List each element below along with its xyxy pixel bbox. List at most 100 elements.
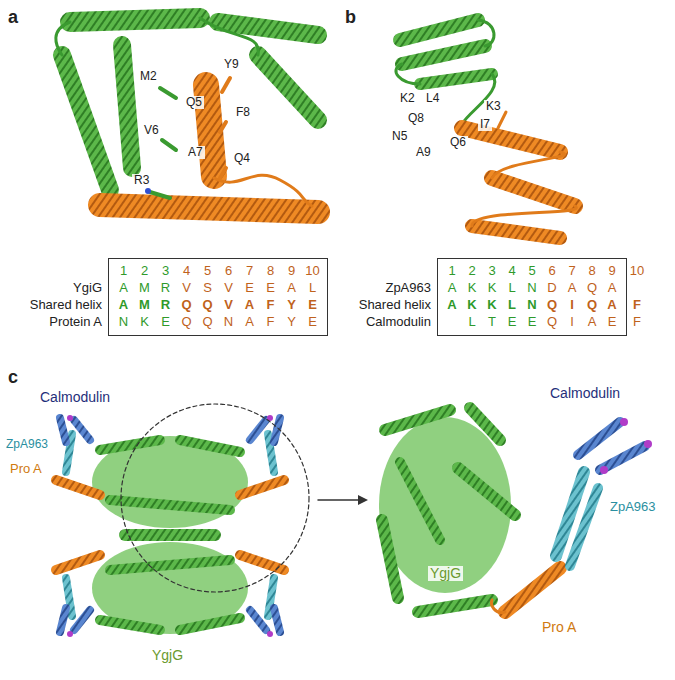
atom bbox=[145, 188, 151, 194]
calcium-ion bbox=[267, 631, 273, 637]
residue-label: M2 bbox=[138, 70, 159, 83]
calcium-ion bbox=[67, 415, 73, 421]
residue-letter: V bbox=[224, 298, 233, 312]
residue-letter: E bbox=[161, 315, 170, 329]
residue-label: N5 bbox=[390, 130, 409, 143]
column-number: 7 bbox=[246, 264, 253, 278]
column-number: 1 bbox=[448, 264, 455, 278]
side-chain bbox=[220, 168, 226, 178]
column-number: 3 bbox=[162, 264, 169, 278]
blue-helix bbox=[274, 608, 280, 632]
green-helix bbox=[70, 18, 200, 22]
residue-label: A9 bbox=[414, 146, 433, 159]
residue-letter: E bbox=[266, 281, 275, 295]
residue-letter: A bbox=[245, 315, 254, 329]
green-helix bbox=[402, 46, 485, 64]
calcium-ion bbox=[67, 631, 73, 637]
residue-letter: N bbox=[119, 315, 128, 329]
side-chain bbox=[220, 122, 226, 132]
side-chain bbox=[160, 88, 176, 98]
green-helix bbox=[110, 560, 230, 570]
green-helix bbox=[400, 20, 478, 40]
residue-letter: F bbox=[267, 315, 275, 329]
residue-letter: N bbox=[527, 281, 536, 295]
row-name: ZpA963 bbox=[385, 281, 431, 295]
residue-label: Q8 bbox=[406, 112, 426, 125]
column-number: 3 bbox=[488, 264, 495, 278]
residue-letter: F bbox=[633, 315, 641, 329]
residue-letter: E bbox=[528, 315, 537, 329]
residue-label: K2 bbox=[398, 92, 417, 105]
protein-label: Calmodulin bbox=[548, 386, 622, 401]
residue-label: F8 bbox=[234, 106, 252, 119]
panel-a-structure bbox=[56, 18, 318, 212]
column-number: 2 bbox=[141, 264, 148, 278]
residue-label: Q6 bbox=[448, 136, 468, 149]
green-helix bbox=[110, 500, 230, 510]
panel-letter: b bbox=[345, 8, 356, 28]
orange-helix bbox=[56, 555, 100, 570]
residue-letter: E bbox=[245, 281, 254, 295]
residue-letter: Q bbox=[202, 315, 212, 329]
green-loop bbox=[478, 20, 494, 46]
residue-letter: S bbox=[203, 281, 212, 295]
blue-helix bbox=[60, 418, 66, 442]
residue-letter: K bbox=[488, 281, 497, 295]
blue-helix bbox=[250, 610, 266, 630]
orange-helix bbox=[472, 226, 560, 238]
residue-letter: E bbox=[308, 315, 317, 329]
residue-letter: L bbox=[508, 298, 516, 312]
residue-letter: T bbox=[488, 315, 496, 329]
residue-label: I7 bbox=[478, 118, 492, 131]
column-number: 10 bbox=[305, 264, 319, 278]
protein-label: YgjG bbox=[428, 566, 463, 581]
residue-letter: M bbox=[139, 298, 150, 312]
residue-letter: L bbox=[468, 315, 475, 329]
arrow-head bbox=[358, 495, 368, 505]
teal-helix bbox=[570, 488, 598, 566]
residue-letter: K bbox=[487, 298, 496, 312]
column-number: 10 bbox=[630, 264, 644, 278]
blue-helix bbox=[578, 422, 620, 455]
protein-label: YgjG bbox=[150, 648, 185, 663]
residue-letter: F bbox=[267, 298, 275, 312]
green-helix bbox=[385, 410, 450, 430]
residue-letter: E bbox=[608, 315, 617, 329]
residue-letter: A bbox=[119, 281, 128, 295]
protein-label: Calmodulin bbox=[38, 390, 112, 405]
residue-letter: Q bbox=[181, 298, 191, 312]
orange-loop bbox=[492, 600, 505, 613]
residue-letter: A bbox=[568, 281, 577, 295]
residue-letter: K bbox=[467, 298, 476, 312]
side-chain bbox=[150, 192, 170, 198]
row-name: Calmodulin bbox=[366, 315, 431, 329]
green-helix bbox=[62, 55, 110, 190]
residue-letter: Q bbox=[547, 315, 557, 329]
green-helix bbox=[258, 55, 318, 120]
green-helix bbox=[180, 440, 240, 452]
row-name: Shared helix bbox=[359, 298, 431, 312]
orange-loop bbox=[214, 175, 312, 206]
residue-letter: Q bbox=[181, 315, 191, 329]
residue-letter: A bbox=[608, 281, 617, 295]
residue-letter: R bbox=[161, 298, 170, 312]
green-helix bbox=[420, 74, 492, 84]
residue-letter: K bbox=[468, 281, 477, 295]
side-chain bbox=[222, 78, 230, 92]
column-number: 5 bbox=[204, 264, 211, 278]
residue-label: A7 bbox=[186, 146, 205, 159]
orange-loop bbox=[492, 152, 565, 178]
green-helix bbox=[100, 440, 160, 450]
residue-letter: A bbox=[448, 281, 457, 295]
green-helix bbox=[470, 408, 500, 440]
panel-letter: c bbox=[8, 368, 18, 388]
panel-c-tetramer bbox=[56, 404, 368, 637]
residue-letter: A bbox=[119, 298, 128, 312]
green-domain bbox=[92, 542, 248, 634]
residue-letter: Q bbox=[547, 298, 557, 312]
orange-helix bbox=[100, 205, 318, 212]
orange-helix bbox=[240, 480, 284, 495]
residue-label: V6 bbox=[142, 124, 161, 137]
residue-letter: I bbox=[570, 298, 574, 312]
